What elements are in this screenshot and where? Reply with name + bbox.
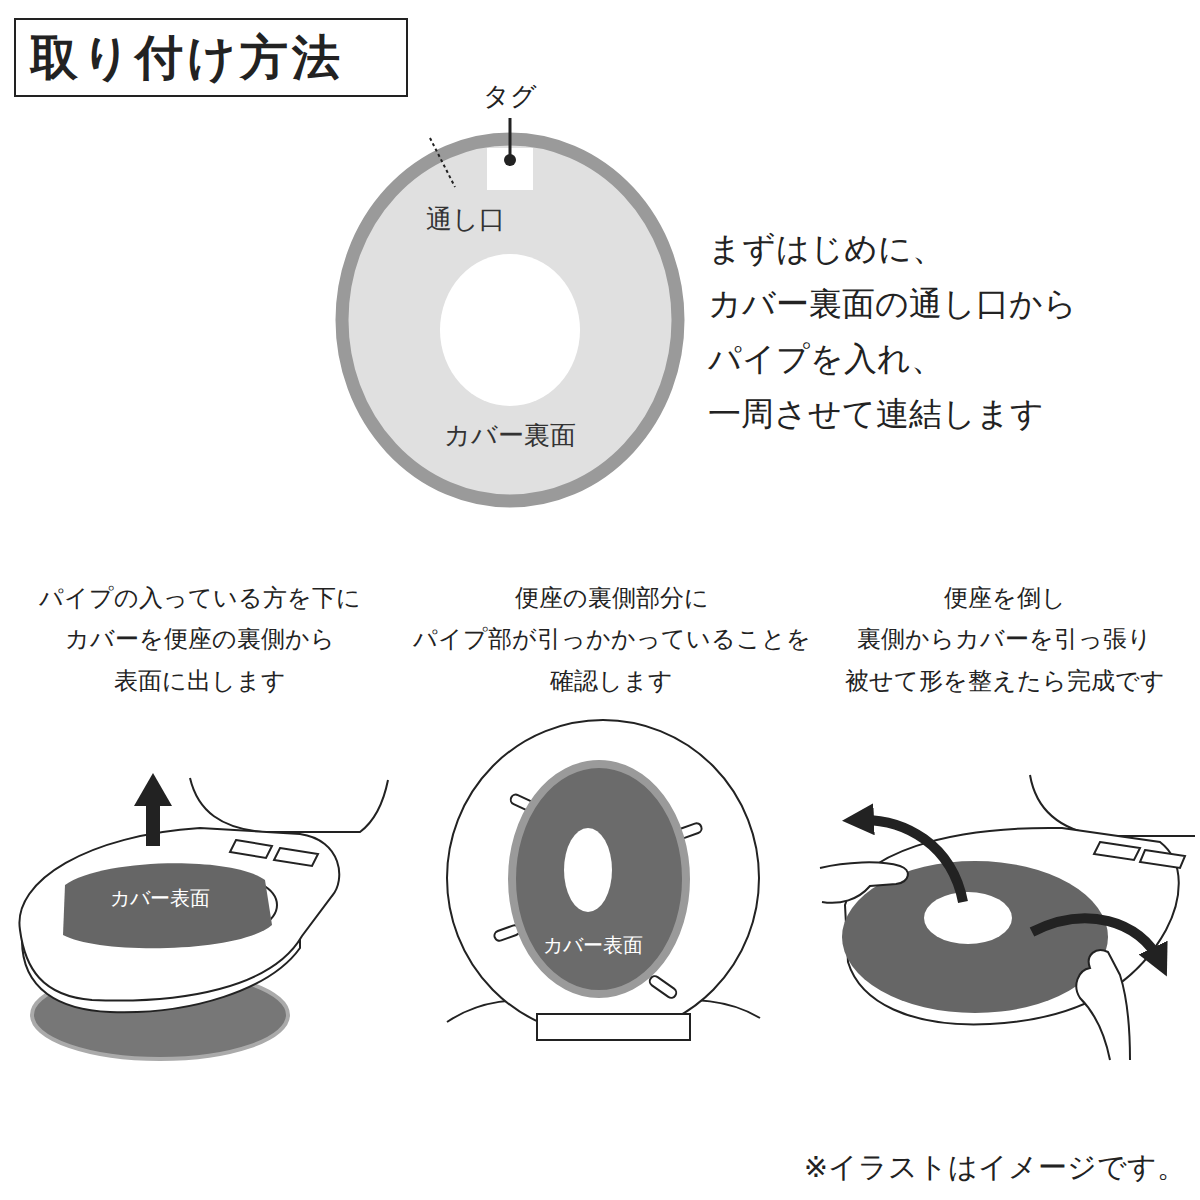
seat-peg	[648, 974, 678, 999]
tag-dot	[504, 154, 516, 166]
tag-shape	[487, 148, 533, 190]
cover-front	[63, 863, 272, 948]
step1-illustration	[19, 773, 388, 1059]
seat-hinge	[537, 1014, 690, 1040]
cover-front	[512, 764, 686, 994]
tag-leader	[509, 118, 512, 160]
pull-arrow	[1032, 918, 1160, 962]
step3-illustration	[820, 775, 1195, 1060]
cover-label: カバー表面	[110, 886, 210, 910]
title-box: 取り付け方法	[14, 18, 408, 97]
cover-back-ring: 通し口カバー裏面	[335, 132, 685, 508]
toilet-seat	[447, 720, 759, 1036]
title: 取り付け方法	[16, 20, 406, 95]
opening-mark	[430, 138, 455, 187]
cover-label: カバー表面	[543, 933, 643, 957]
cover-front-ring: カバー表面	[508, 760, 690, 998]
cover-hole	[440, 254, 580, 406]
step2-illustration	[447, 720, 760, 1040]
step-instruction: 便座を倒し 裏側からカバーを引っ張り 被せて形を整えたら完成です	[818, 578, 1192, 702]
toilet-seat	[19, 828, 339, 1001]
toilet-back	[190, 778, 388, 832]
up-arrow-head	[134, 773, 172, 806]
right-hand	[1076, 950, 1130, 1060]
seat-hinge	[230, 840, 318, 866]
step-instruction: 便座の裏側部分に パイプ部が引っかかっていることを 確認します	[413, 578, 811, 702]
seat-hinge	[1094, 842, 1185, 868]
caption: ※イラストはイメージです。	[804, 1148, 1186, 1188]
cover-hole	[564, 828, 612, 912]
pull-arrow	[858, 820, 963, 902]
intro-instruction: まずはじめに、 カバー裏面の通し口から パイプを入れ、 一周させて連結します	[708, 221, 1091, 441]
toilet-back	[1030, 775, 1195, 836]
tag-label: タグ	[483, 81, 537, 112]
cover-front-shape: カバー表面	[60, 855, 275, 955]
cover-back-ring-outline	[335, 132, 685, 508]
cover-label: 通し口	[426, 204, 505, 235]
cover-hole	[924, 892, 1012, 944]
up-arrow-shaft	[146, 800, 160, 846]
left-hand	[820, 862, 908, 902]
step-instruction: パイプの入っている方を下に カバーを便座の裏側から 表面に出します	[37, 578, 363, 702]
cover-front-ring-outline	[508, 760, 690, 998]
cover-label: カバー裏面	[444, 420, 576, 451]
cover-ring	[342, 139, 678, 501]
